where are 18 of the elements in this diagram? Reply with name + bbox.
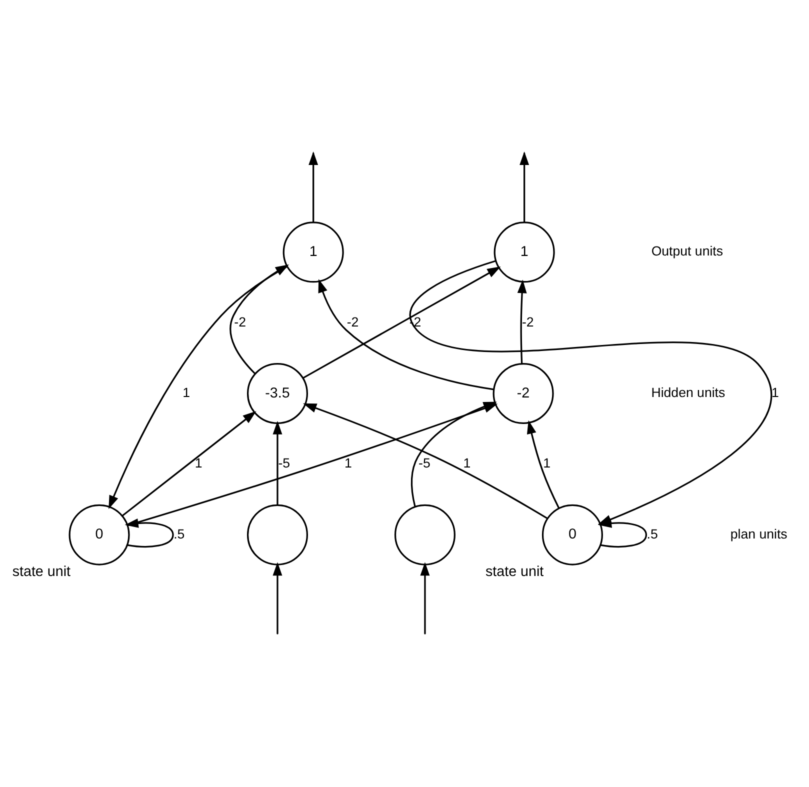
edge-label: .5 [646,526,658,542]
edge-label: -2 [521,314,534,330]
edge-label: -5 [418,456,430,471]
edge-label: 1 [771,384,778,400]
node-label: state unit [485,564,544,580]
label: Hidden units [650,384,725,400]
edge-label: 1 [344,456,352,471]
edge-label: .5 [173,526,184,542]
edge-label: 1 [542,456,550,471]
edge-label: -2 [234,314,246,330]
edge-label: -5 [278,456,290,471]
edge-label: -2 [346,314,358,330]
edge-label: 1 [194,456,202,471]
node-label: state unit [12,564,70,580]
edge-label: 1 [182,384,190,400]
label: Output units [650,244,723,259]
label: plan units [730,526,787,542]
edge-label: 1 [462,456,470,471]
